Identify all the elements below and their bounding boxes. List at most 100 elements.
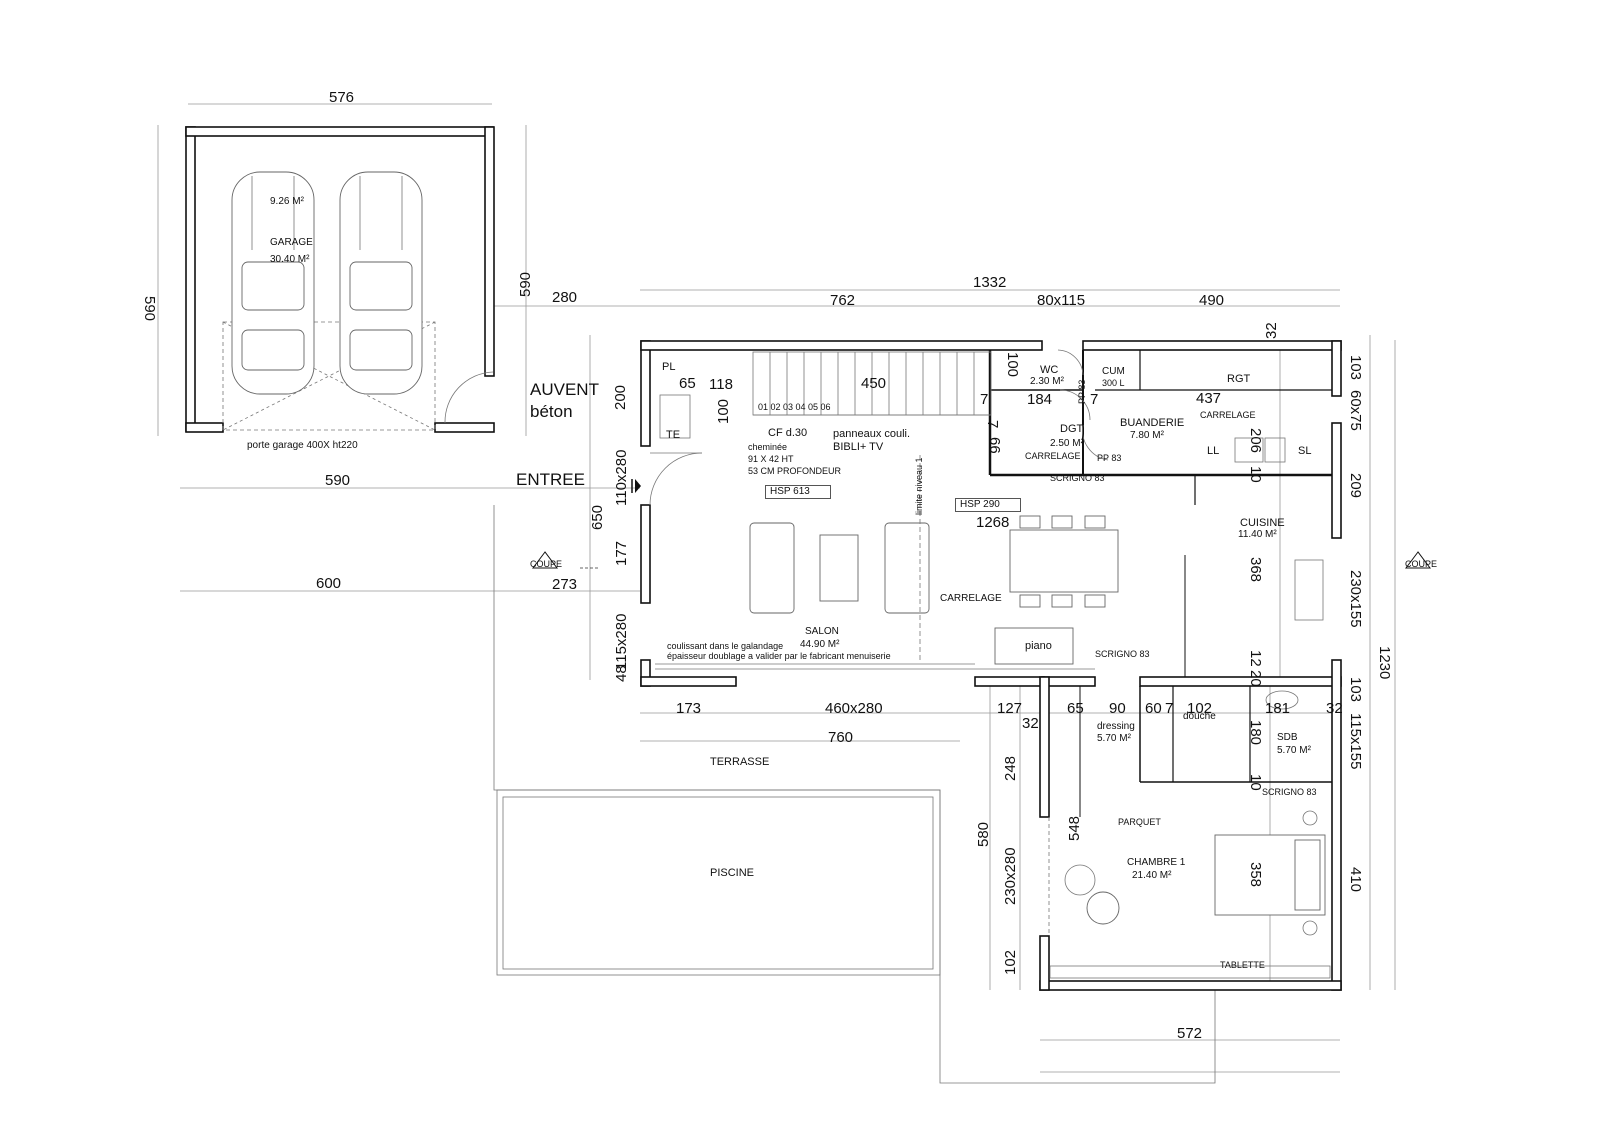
cum-name: CUM bbox=[1102, 366, 1125, 377]
dim-177: 177 bbox=[613, 540, 630, 566]
wc-name: WC bbox=[1040, 364, 1059, 376]
hsp613-tag: HSP 613 bbox=[765, 485, 831, 499]
dim-48: 48 bbox=[613, 665, 630, 682]
dim-32-mid: 32 bbox=[1022, 715, 1039, 732]
cheminee-depth: 53 CM PROFONDEUR bbox=[748, 466, 842, 476]
dressing-name: dressing bbox=[1097, 721, 1135, 732]
dressing-area: 5.70 M² bbox=[1097, 733, 1131, 744]
dim-r-103: 103 bbox=[1347, 355, 1364, 381]
ll-label: LL bbox=[1207, 445, 1220, 457]
sl-label: SL bbox=[1298, 445, 1312, 457]
dim-7-c: 7 bbox=[984, 420, 1001, 429]
dim-80x115: 80x115 bbox=[1037, 292, 1086, 309]
dim-248: 248 bbox=[1002, 755, 1019, 781]
dimension-lines bbox=[157, 103, 1396, 1073]
cuisine-name: CUISINE bbox=[1240, 517, 1285, 529]
coulissant-note-2: épaisseur doublage a valider par le fabr… bbox=[667, 651, 891, 661]
doors-windows bbox=[649, 349, 1109, 936]
cf-label: CF d.30 bbox=[768, 427, 808, 439]
dim-368: 368 bbox=[1247, 557, 1264, 583]
douche-label: douche bbox=[1183, 711, 1216, 722]
buanderie-area: 7.80 M² bbox=[1130, 430, 1164, 441]
dim-590-left: 590 bbox=[141, 296, 158, 322]
dgt-name: DGT bbox=[1060, 423, 1084, 435]
chambre-area: 21.40 M² bbox=[1132, 870, 1172, 881]
dim-760: 760 bbox=[828, 729, 854, 746]
limite-niveau-label: limite niveau 1 bbox=[914, 457, 924, 515]
dim-65: 65 bbox=[679, 375, 696, 392]
piscine-label: PISCINE bbox=[710, 867, 755, 879]
dim-127: 127 bbox=[997, 700, 1023, 717]
dim-1332: 1332 bbox=[973, 274, 1007, 291]
carrelage-salon: CARRELAGE bbox=[940, 593, 1002, 604]
dim-358: 358 bbox=[1247, 862, 1264, 888]
living-furniture bbox=[749, 437, 1324, 665]
dim-7-a: 7 bbox=[980, 391, 989, 408]
wc-area: 2.30 M² bbox=[1030, 376, 1064, 387]
scrigno-sdb: SCRIGNO 83 bbox=[1262, 787, 1317, 797]
car-right bbox=[339, 171, 423, 395]
salon-name: SALON bbox=[805, 626, 839, 637]
dim-115x280: 115x280 bbox=[613, 613, 630, 670]
dim-110x280: 110x280 bbox=[613, 449, 630, 506]
pp83-dgt: PP 83 bbox=[1097, 453, 1122, 463]
dim-r-1230: 1230 bbox=[1376, 646, 1393, 680]
dim-184: 184 bbox=[1027, 391, 1053, 408]
panneaux-label: panneaux couli. bbox=[833, 428, 911, 440]
dim-590-h: 590 bbox=[325, 472, 351, 489]
dim-437: 437 bbox=[1196, 390, 1222, 407]
dim-762: 762 bbox=[830, 292, 856, 309]
scrigno-salon: SCRIGNO 83 bbox=[1095, 649, 1150, 659]
dim-10-a: 10 bbox=[1247, 466, 1264, 483]
dim-206: 206 bbox=[1247, 428, 1264, 454]
pl-label: PL bbox=[662, 361, 676, 373]
dim-280: 280 bbox=[552, 289, 578, 306]
coupe-right: COUPE bbox=[1405, 559, 1438, 569]
section-markers bbox=[532, 479, 1431, 569]
coulissant-note-1: coulissant dans le galandage bbox=[667, 641, 784, 651]
pp83-wc: PP 83 bbox=[1077, 379, 1087, 404]
cum-detail: 300 L bbox=[1102, 378, 1125, 388]
piano-label: piano bbox=[1025, 640, 1052, 652]
dim-100-top: 100 bbox=[1004, 352, 1021, 378]
dim-32-top: 32 bbox=[1263, 322, 1280, 339]
dim-60: 60 bbox=[1145, 700, 1162, 717]
bedroom-furniture bbox=[1049, 690, 1331, 979]
sdb-area: 5.70 M² bbox=[1277, 745, 1311, 756]
dim-r-103-b: 103 bbox=[1347, 677, 1364, 703]
dgt-area: 2.50 M² bbox=[1050, 438, 1084, 449]
dim-173: 173 bbox=[676, 700, 702, 717]
outdoor-outlines bbox=[493, 505, 1216, 1084]
dim-12: 12 bbox=[1247, 650, 1264, 667]
dim-7-d: 7 bbox=[1165, 700, 1174, 717]
chambre-name: CHAMBRE 1 bbox=[1127, 857, 1186, 868]
dim-580: 580 bbox=[975, 821, 992, 847]
dim-r-230x155: 230x155 bbox=[1347, 570, 1364, 628]
dim-r-115x155: 115x155 bbox=[1347, 713, 1364, 770]
dim-90: 90 bbox=[1109, 700, 1126, 717]
dim-100-b: 100 bbox=[715, 398, 732, 424]
dim-7-b: 7 bbox=[1090, 391, 1099, 408]
dim-1268: 1268 bbox=[976, 514, 1010, 531]
terrasse-label: TERRASSE bbox=[710, 756, 770, 768]
dim-273: 273 bbox=[552, 576, 578, 593]
cheminee-label: cheminée bbox=[748, 442, 788, 452]
carrelage-buanderie: CARRELAGE bbox=[1200, 410, 1256, 420]
dim-102-b: 102 bbox=[1002, 949, 1019, 975]
sdb-name: SDB bbox=[1277, 732, 1298, 743]
entree-label: ENTREE bbox=[516, 470, 585, 489]
dim-10-b: 10 bbox=[1247, 774, 1264, 791]
dim-600: 600 bbox=[316, 575, 342, 592]
dim-576: 576 bbox=[329, 89, 355, 106]
rgt-label: RGT bbox=[1227, 373, 1251, 385]
auvent-label: AUVENT bbox=[530, 380, 599, 399]
dim-590-garage-right: 590 bbox=[517, 271, 534, 297]
dim-66: 66 bbox=[986, 437, 1003, 454]
cheminee-size: 91 X 42 HT bbox=[748, 454, 794, 464]
salon-area: 44.90 M² bbox=[800, 639, 840, 650]
scrigno-dgt: SCRIGNO 83 bbox=[1050, 473, 1105, 483]
dim-650: 650 bbox=[589, 504, 606, 530]
te-label: TE bbox=[666, 429, 681, 441]
coupe-left: COUPE bbox=[530, 559, 563, 569]
